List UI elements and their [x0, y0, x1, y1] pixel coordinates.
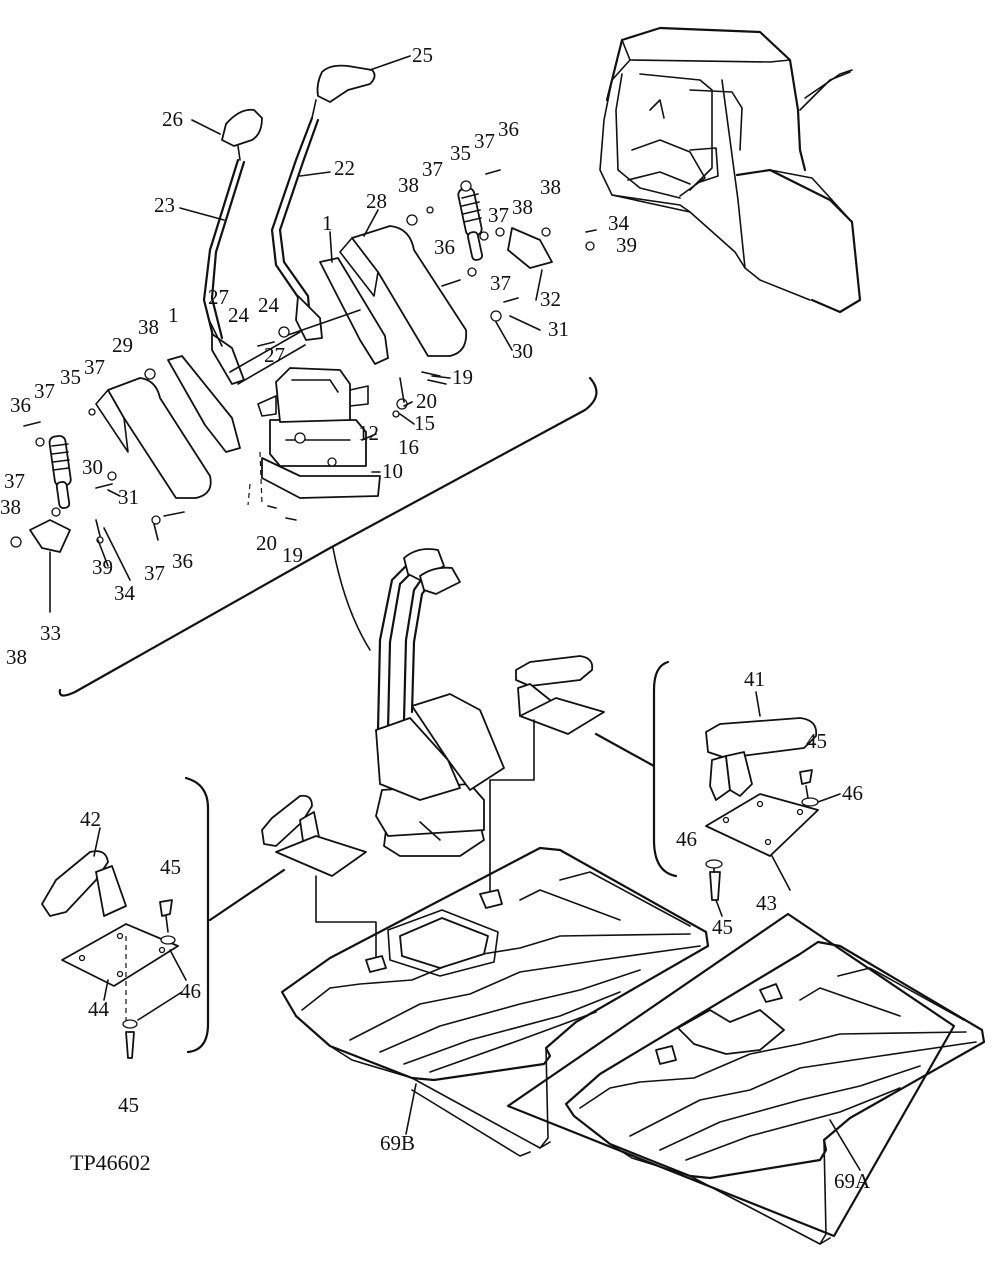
pedal-41	[705, 717, 819, 901]
callout-46: 46	[842, 781, 863, 805]
damper-right	[457, 187, 483, 261]
callout-45: 45	[712, 915, 733, 939]
pedal-42	[41, 850, 179, 1059]
callout-20: 20	[256, 531, 277, 555]
callout-38: 38	[0, 495, 21, 519]
callout-24: 24	[228, 303, 250, 327]
callout-16: 16	[398, 435, 419, 459]
callout-35: 35	[450, 141, 471, 165]
callout-23: 23	[154, 193, 175, 217]
callout-37: 37	[4, 469, 25, 493]
callout-27: 27	[208, 285, 229, 309]
callout-24: 24	[258, 293, 280, 317]
group-bracket-right	[652, 660, 678, 878]
callout-38: 38	[512, 195, 533, 219]
callout-32: 32	[540, 287, 561, 311]
callout-37: 37	[422, 157, 443, 181]
callout-36: 36	[498, 117, 519, 141]
callout-38: 38	[398, 173, 419, 197]
callout-69a: 69A	[834, 1169, 871, 1193]
pedal-right	[339, 225, 468, 357]
callout-36: 36	[10, 393, 31, 417]
callout-45: 45	[160, 855, 181, 879]
callout-34: 34	[114, 581, 136, 605]
group-bracket-left	[184, 776, 210, 1054]
callout-33: 33	[40, 621, 61, 645]
callout-20: 20	[416, 389, 437, 413]
callout-37: 37	[144, 561, 165, 585]
callout-44: 44	[88, 997, 110, 1021]
callout-37: 37	[474, 129, 495, 153]
floor-plate-69a	[506, 912, 986, 1245]
callout-39: 39	[92, 555, 113, 579]
callout-19: 19	[282, 543, 303, 567]
callout-45: 45	[806, 729, 827, 753]
leader-lines-lower	[93, 691, 861, 1171]
callout-37: 37	[34, 379, 55, 403]
pilot-valve	[257, 367, 381, 499]
hardware-upper	[10, 169, 597, 553]
callout-35: 35	[60, 365, 81, 389]
callout-38: 38	[6, 645, 27, 669]
callout-37: 37	[84, 355, 105, 379]
leader-lines-upper	[49, 55, 543, 613]
damper-left	[48, 434, 72, 509]
callout-69b: 69B	[380, 1131, 415, 1155]
callout-31: 31	[118, 485, 139, 509]
callout-43: 43	[756, 891, 777, 915]
callout-15: 15	[414, 411, 435, 435]
callout-25: 25	[412, 43, 433, 67]
callout-19: 19	[452, 365, 473, 389]
callout-41: 41	[744, 667, 765, 691]
callout-38: 38	[138, 315, 159, 339]
callout-36: 36	[172, 549, 193, 573]
pedal-left	[95, 377, 212, 499]
callout-31: 31	[548, 317, 569, 341]
callout-37: 37	[490, 271, 511, 295]
callout-37: 37	[488, 203, 509, 227]
callout-12: 12	[358, 421, 379, 445]
callout-46: 46	[180, 979, 201, 1003]
callout-45: 45	[118, 1093, 139, 1117]
callout-26: 26	[162, 107, 183, 131]
callout-22: 22	[334, 156, 355, 180]
group-bracket-upper	[58, 376, 598, 697]
callout-34: 34	[608, 211, 630, 235]
callout-28: 28	[366, 189, 387, 213]
callout-30: 30	[512, 339, 533, 363]
callout-labels: 25 26 22 23 36 37 35 37 38 28 1 38 37 38…	[0, 43, 871, 1193]
pedal-center-top	[515, 655, 605, 735]
callout-10: 10	[382, 459, 403, 483]
callout-30: 30	[82, 455, 103, 479]
callout-1: 1	[168, 303, 179, 327]
callout-29: 29	[112, 333, 133, 357]
callout-27: 27	[264, 343, 285, 367]
assembled-pedal-valve	[375, 548, 505, 857]
operator-cab-illustration	[599, 26, 862, 314]
callout-38: 38	[540, 175, 561, 199]
pedal-links	[167, 257, 389, 453]
floor-plate-69b	[280, 846, 710, 1157]
travel-levers	[202, 64, 376, 385]
callout-46: 46	[676, 827, 697, 851]
callout-42: 42	[80, 807, 101, 831]
figure-code: TP46602	[70, 1150, 151, 1175]
callout-1: 1	[322, 211, 333, 235]
callout-36: 36	[434, 235, 455, 259]
pedal-mid-left	[261, 794, 367, 877]
callout-39: 39	[616, 233, 637, 257]
